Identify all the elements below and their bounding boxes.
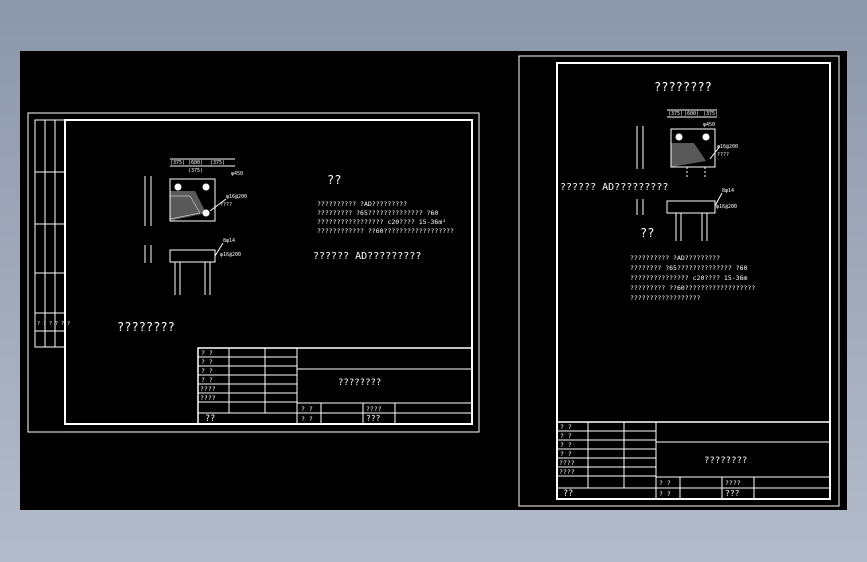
left-sheet[interactable]: ? ? ? ? ? ? (375) (600) (375) (375) φ450…	[27, 112, 480, 433]
tb-row-1: ? ?	[201, 349, 213, 357]
r-pile-diameter-label: φ450	[703, 122, 715, 128]
tb-drawing-name: ????????	[338, 378, 381, 388]
r-tb-bottom-4: ???	[725, 489, 740, 498]
pile-diameter-label: φ450	[231, 171, 243, 177]
tb-row-3: ? ?	[201, 367, 213, 375]
r-dim-top-2: (600)	[684, 111, 699, 117]
side-stamp-text: ? ? ? ? ? ?	[37, 321, 70, 327]
right-spec-line-2: ???????? ?65?????????????? ?60	[630, 264, 747, 272]
right-spec-line-4: ????????? ??60??????????????????	[630, 284, 755, 292]
left-spec-line-1: ?????????? ?AD?????????	[317, 200, 407, 208]
bar-label-3: 8φ14	[223, 238, 235, 244]
right-title-block: ? ? ? ? ? ? ? ? ???? ???? ?? ???????? ? …	[556, 421, 831, 500]
dim-top-4: (375)	[188, 168, 203, 174]
left-spec-line-3: ????????????????? c20???? 15-36m²	[317, 218, 446, 226]
left-bolt-section-title: ?????? AD?????????	[313, 251, 421, 262]
dim-top-3: (375)	[210, 160, 225, 166]
right-spec-line-5: ??????????????????	[630, 294, 701, 302]
tb-bottom-3: ????	[366, 405, 382, 413]
tb-row-5: ????	[200, 385, 216, 393]
left-pipe-label: ??	[327, 173, 341, 187]
right-pipe-label: ??	[640, 226, 654, 240]
r-tb-bottom-2: ? ?	[659, 490, 671, 498]
r-tb-row-6: ????	[559, 468, 575, 476]
r-bar-label-2: ????	[717, 152, 729, 158]
tb-row-4: ? ?	[201, 376, 213, 384]
left-foundation-detail: (375) (600) (375) (375) φ450 φ16@200 ???…	[144, 158, 247, 295]
r-tb-bottom-1: ? ?	[659, 479, 671, 487]
r-tb-drawing-name: ????????	[704, 456, 747, 466]
r-dim-top-1: (375)	[668, 111, 683, 117]
r-tb-bottom-3: ????	[725, 479, 741, 487]
tb-row-7: ??	[205, 414, 215, 424]
left-spec-line-2: ????????? ?65?????????????? ?60	[317, 209, 438, 217]
bar-label-1: φ16@200	[226, 194, 247, 200]
left-main-title: ????????	[117, 320, 175, 334]
tb-bottom-2: ? ?	[301, 415, 313, 423]
right-main-title: ????????	[654, 80, 712, 94]
right-foundation-detail: (375) (600) (375) φ450 φ16@200 ???? 8φ14	[636, 109, 738, 241]
bar-label-4: φ16@200	[220, 252, 241, 258]
left-sheet-inner-border	[64, 119, 473, 425]
tb-row-6: ????	[200, 394, 216, 402]
right-sheet[interactable]: ???????? (375) (600) (375) φ450 φ16@200 …	[518, 55, 840, 507]
r-tb-row-3: ? ?	[560, 441, 572, 449]
tb-row-2: ? ?	[201, 358, 213, 366]
cad-model-space[interactable]: ? ? ? ? ? ? (375) (600) (375) (375) φ450…	[20, 51, 847, 510]
left-sheet-outer-border	[27, 112, 480, 433]
left-spec-line-4: ???????????? ??60??????????????????	[317, 227, 454, 235]
right-spec-line-1: ?????????? ?AD?????????	[630, 254, 720, 262]
r-bar-label-3: 8φ14	[722, 188, 734, 194]
left-title-block: ? ? ? ? ? ? ? ? ???? ???? ?? ???????? ? …	[197, 347, 473, 425]
r-tb-row-5: ????	[559, 459, 575, 467]
right-spec-line-3: ??????????????? c20???? 15-36m	[630, 274, 747, 282]
right-bolt-section-title: ?????? AD?????????	[560, 182, 668, 193]
right-sheet-outer-border	[518, 55, 840, 507]
r-bar-label-1: φ16@200	[717, 144, 738, 150]
r-tb-row-2: ? ?	[560, 432, 572, 440]
tb-bottom-1: ? ?	[301, 405, 313, 413]
dim-top-1: (375)	[170, 160, 185, 166]
r-tb-row-1: ? ?	[560, 423, 572, 431]
r-tb-row-4: ? ?	[560, 450, 572, 458]
r-dim-top-3: (375)	[703, 111, 718, 117]
tb-bottom-4: ???	[366, 414, 381, 423]
bar-label-2: ????	[220, 202, 232, 208]
dim-top-2: (600)	[188, 160, 203, 166]
r-bar-label-4: φ16@200	[716, 204, 737, 210]
r-tb-row-7: ??	[563, 489, 573, 499]
drawing-canvas[interactable]: ? ? ? ? ? ? (375) (600) (375) (375) φ450…	[20, 51, 847, 510]
left-binding-strip: ? ? ? ? ? ?	[34, 119, 70, 348]
